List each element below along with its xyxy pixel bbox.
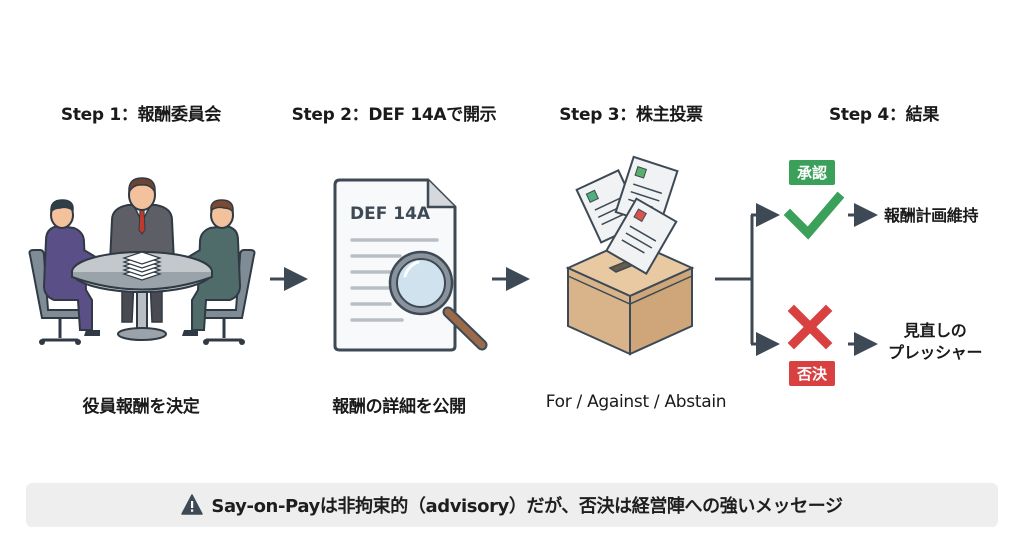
rejected-badge: 否決 xyxy=(788,361,836,386)
checkmark-icon xyxy=(783,191,845,240)
step-1-caption: 役員報酬を決定 xyxy=(82,397,200,417)
meeting-icon xyxy=(28,177,256,345)
step-4-title: Step 4：結果 xyxy=(828,105,940,125)
step-2-title: Step 2：DEF 14Aで開示 xyxy=(291,105,497,125)
document-magnifier-icon xyxy=(333,178,488,352)
branch-icon xyxy=(715,203,780,356)
rejected-result-line-2: プレッシャー xyxy=(888,343,983,362)
step-3-title: Step 3：株主投票 xyxy=(559,105,703,125)
rejected-result-line-1: 見直しの xyxy=(903,321,967,340)
cross-icon xyxy=(787,304,833,350)
approved-result: 報酬計画維持 xyxy=(884,206,979,225)
warning-icon xyxy=(181,494,204,515)
rejected-result: 見直しの プレッシャー xyxy=(888,320,983,364)
ballot-box-icon xyxy=(565,155,695,356)
advisory-banner: Say-on-Payは非拘束的（advisory）だが、否決は経営陣への強いメッ… xyxy=(26,483,998,527)
step-3-caption: For / Against / Abstain xyxy=(545,392,727,412)
document-label: DEF 14A xyxy=(350,204,431,224)
step-1-title: Step 1：報酬委員会 xyxy=(60,105,222,125)
banner-text: Say-on-Payは非拘束的（advisory）だが、否決は経営陣への強いメッ… xyxy=(211,496,843,517)
approved-badge: 承認 xyxy=(788,160,836,185)
step-2-caption: 報酬の詳細を公開 xyxy=(332,397,466,417)
